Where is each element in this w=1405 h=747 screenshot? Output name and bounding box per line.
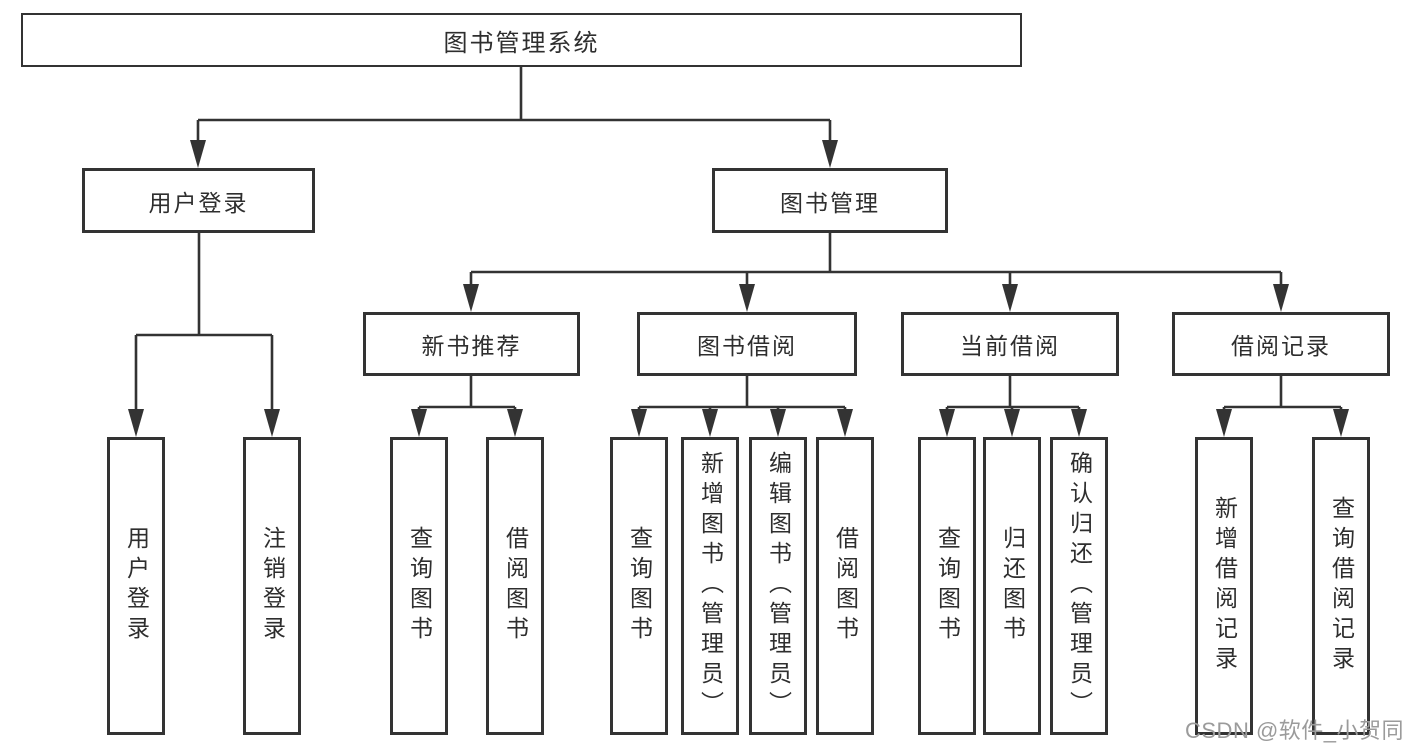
node-label: 新书推荐 [421, 333, 522, 359]
leaf-query-books: 查询图书 [390, 437, 448, 735]
leaf-label: 注销登录 [259, 526, 286, 646]
node-user-login: 用户登录 [82, 168, 315, 233]
leaf-query-books: 查询图书 [610, 437, 668, 735]
node-new-book-recommend: 新书推荐 [363, 312, 580, 376]
leaf-label: 查询借阅记录 [1328, 496, 1355, 676]
leaf-add-borrow-record: 新增借阅记录 [1195, 437, 1253, 735]
node-current-borrowing: 当前借阅 [901, 312, 1119, 376]
leaf-query-books: 查询图书 [918, 437, 976, 735]
node-book-management: 图书管理 [712, 168, 948, 233]
node-label: 图书借阅 [697, 333, 797, 359]
node-label: 图书管理系统 [443, 29, 600, 57]
leaf-confirm-return-admin: 确认归还（管理员） [1050, 437, 1108, 735]
leaf-label: 借阅图书 [502, 526, 529, 646]
node-label: 当前借阅 [960, 333, 1060, 359]
leaf-label: 用户登录 [123, 526, 150, 646]
leaf-label: 编辑图书（管理员） [765, 451, 792, 721]
leaf-label: 归还图书 [999, 526, 1026, 646]
node-system-root: 图书管理系统 [21, 13, 1022, 67]
node-label: 图书管理 [780, 189, 880, 216]
leaf-borrow-books: 借阅图书 [816, 437, 874, 735]
leaf-query-borrow-record: 查询借阅记录 [1312, 437, 1370, 735]
leaf-label: 借阅图书 [832, 526, 859, 646]
leaf-logout: 注销登录 [243, 437, 301, 735]
leaf-borrow-books: 借阅图书 [486, 437, 544, 735]
leaf-label: 查询图书 [934, 526, 961, 646]
leaf-return-books: 归还图书 [983, 437, 1041, 735]
node-label: 用户登录 [148, 189, 249, 216]
leaf-label: 新增借阅记录 [1211, 496, 1238, 676]
leaf-label: 查询图书 [406, 526, 433, 646]
node-book-borrowing: 图书借阅 [637, 312, 857, 376]
leaf-user-login: 用户登录 [107, 437, 165, 735]
leaf-edit-books-admin: 编辑图书（管理员） [749, 437, 807, 735]
node-label: 借阅记录 [1231, 333, 1331, 359]
leaf-add-books-admin: 新增图书（管理员） [681, 437, 739, 735]
leaf-label: 查询图书 [626, 526, 653, 646]
leaf-label: 确认归还（管理员） [1066, 451, 1093, 721]
csdn-watermark: CSDN @软件_小贺同学 [1185, 718, 1405, 743]
leaf-label: 新增图书（管理员） [697, 451, 724, 721]
node-borrowing-records: 借阅记录 [1172, 312, 1390, 376]
